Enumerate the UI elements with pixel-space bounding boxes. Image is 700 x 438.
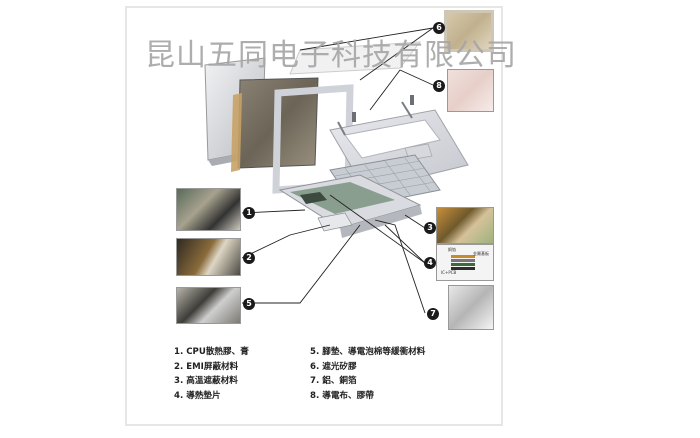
base-chassis	[278, 174, 422, 238]
inset4-label-1: 銅箔	[448, 247, 456, 252]
legend-item: 4. 導熱墊片	[174, 390, 221, 401]
callout-badge-2: 2	[243, 252, 255, 264]
legend-item: 8. 導電布、膠帶	[310, 390, 374, 401]
inset-photo-7	[448, 285, 494, 330]
inset-photo-3	[436, 207, 494, 244]
callout-badge-6: 6	[433, 22, 445, 34]
callout-badge-8: 8	[433, 80, 445, 92]
legend-left-column: 1. CPU散熱膠、膏 2. EMI屏蔽材料 3. 高溫遮蔽材料 4. 導熱墊片	[174, 345, 249, 403]
inset-photo-1	[176, 188, 241, 231]
inset4-layer-4	[451, 267, 475, 270]
inset4-layer-2	[451, 259, 475, 262]
inset-photo-6	[444, 10, 494, 52]
inset-photo-8	[447, 69, 494, 112]
callout-badge-4: 4	[424, 257, 436, 269]
inset-photo-4	[436, 244, 494, 281]
callout-badge-7: 7	[427, 308, 439, 320]
inset4-label-2: 金屬基板	[473, 251, 489, 256]
shield-sheet	[289, 41, 422, 75]
inset-photo-5	[176, 287, 241, 324]
legend-item: 1. CPU散熱膠、膏	[174, 347, 249, 357]
inset4-layer-3	[451, 263, 475, 266]
inset-photo-2	[176, 238, 241, 276]
hinges	[352, 95, 414, 122]
legend-item: 7. 鋁、銅箔	[310, 376, 357, 386]
inset4-layer-1	[451, 255, 475, 258]
legend: 1. CPU散熱膠、膏 2. EMI屏蔽材料 3. 高溫遮蔽材料 4. 導熱墊片…	[174, 345, 474, 405]
legend-item: 6. 遮光矽膠	[310, 361, 357, 372]
callout-badge-5: 5	[243, 298, 255, 310]
legend-item: 5. 腳墊、導電泡棉等緩衝材料	[310, 347, 426, 357]
inset4-label-3: IC+PCB	[441, 270, 457, 275]
callout-badge-1: 1	[243, 207, 255, 219]
callout-badge-3: 3	[424, 222, 436, 234]
legend-right-column: 5. 腳墊、導電泡棉等緩衝材料 6. 遮光矽膠 7. 鋁、銅箔 8. 導電布、膠…	[310, 345, 425, 403]
legend-item: 2. EMI屏蔽材料	[174, 361, 239, 372]
company-watermark: 昆山五同电子科技有限公司	[145, 38, 517, 73]
legend-item: 3. 高溫遮蔽材料	[174, 376, 238, 386]
